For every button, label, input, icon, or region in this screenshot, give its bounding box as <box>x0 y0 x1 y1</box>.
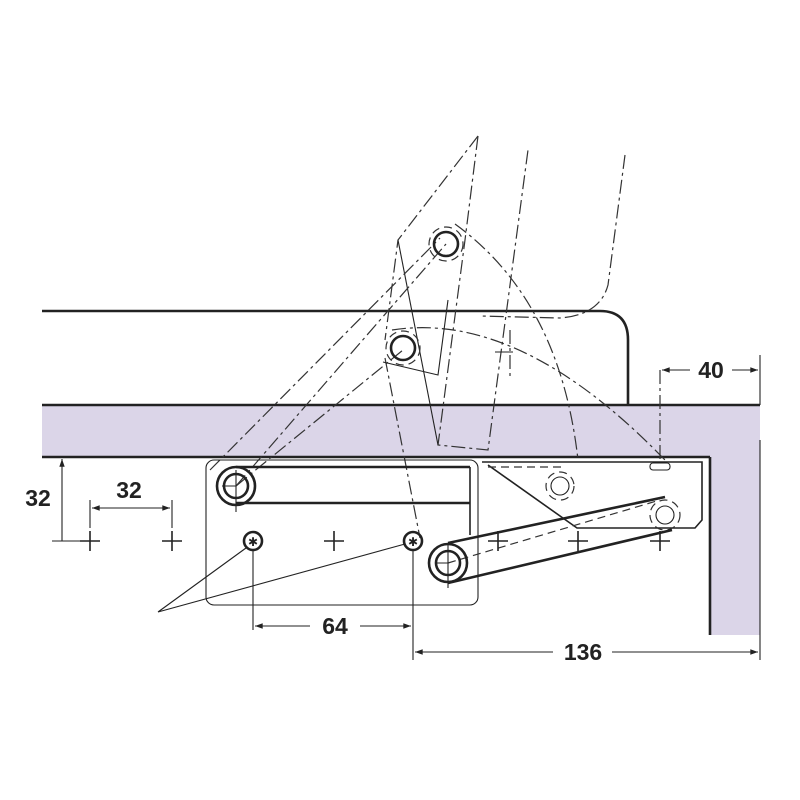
dimension-depth-136: 136 <box>415 440 761 665</box>
svg-text:32: 32 <box>116 477 142 503</box>
screw-right: ✱ <box>402 530 424 552</box>
screw-left: ✱ <box>242 530 264 552</box>
dimension-screw-spacing-64: 64 <box>255 613 411 639</box>
bracket <box>482 461 703 529</box>
open-lid-outline <box>42 309 630 405</box>
lower-arm <box>427 495 673 588</box>
screw-leader-lines <box>157 543 414 660</box>
open-position-ghost <box>209 135 666 539</box>
lid-panel <box>42 405 760 457</box>
svg-text:✱: ✱ <box>408 535 418 549</box>
mounting-plate <box>205 459 479 606</box>
dimension-hole-spacing-32: 32 <box>89 477 173 528</box>
svg-text:136: 136 <box>564 639 602 665</box>
dimension-vertical-32: 32 <box>25 459 80 542</box>
svg-text:40: 40 <box>698 357 724 383</box>
side-panel <box>710 457 760 635</box>
svg-text:✱: ✱ <box>248 535 258 549</box>
svg-text:64: 64 <box>322 613 348 639</box>
upper-arm <box>215 465 471 535</box>
svg-text:32: 32 <box>25 485 51 511</box>
hole-markers <box>80 531 670 551</box>
dimension-edge-40: 40 <box>661 355 761 405</box>
